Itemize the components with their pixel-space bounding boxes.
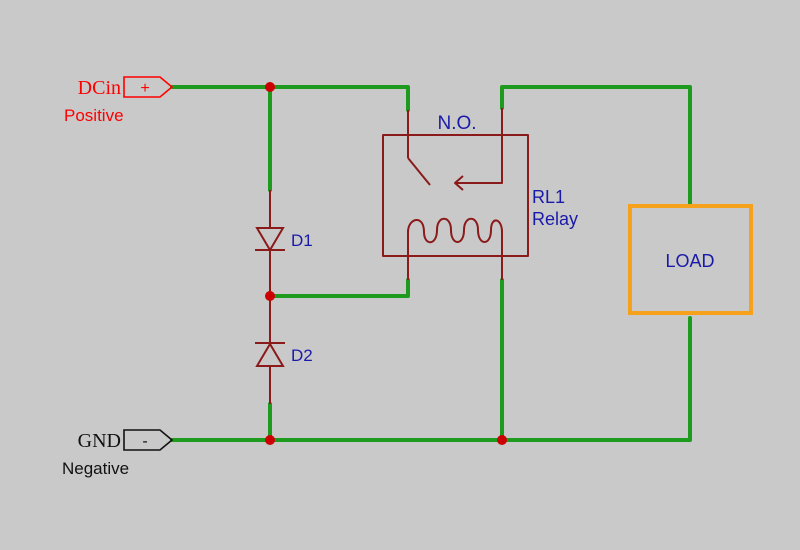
relay-name: Relay xyxy=(532,209,578,229)
junction-dot xyxy=(497,435,507,445)
port-gnd-label: Negative xyxy=(62,459,129,478)
wire-mid-to-coil xyxy=(268,278,410,298)
junctions xyxy=(265,82,507,445)
relay-housing xyxy=(382,134,529,257)
port-dc-in-label: Positive xyxy=(64,106,124,125)
relay-contact-label: N.O. xyxy=(437,113,476,134)
port-gnd-symbol: - xyxy=(142,433,147,450)
diode-d1-label: D1 xyxy=(291,231,313,250)
wire-ground-rail xyxy=(170,316,692,442)
port-dc-in-symbol: + xyxy=(140,80,149,97)
relay-contact-path xyxy=(456,108,503,184)
load-box xyxy=(628,204,753,315)
port-dc-in-name: DCin xyxy=(78,77,121,99)
junction-dot xyxy=(265,82,275,92)
junction-dot xyxy=(265,435,275,445)
wire-positive-rail xyxy=(170,85,410,112)
load-label: LOAD xyxy=(665,251,714,271)
port-dc-in: + xyxy=(123,76,174,98)
diode-d2-label: D2 xyxy=(291,346,313,365)
relay-coil xyxy=(407,217,503,244)
relay-switch-blade xyxy=(407,157,431,186)
diode-d2 xyxy=(255,342,285,367)
relay-designator: RL1 xyxy=(532,187,565,207)
relay-rl1 xyxy=(382,108,529,280)
port-gnd-name: GND xyxy=(78,430,121,452)
wire-contact-to-load xyxy=(500,85,692,208)
junction-dot xyxy=(265,291,275,301)
diode-d1 xyxy=(255,227,285,252)
port-gnd: - xyxy=(123,429,174,451)
wires xyxy=(170,85,692,442)
